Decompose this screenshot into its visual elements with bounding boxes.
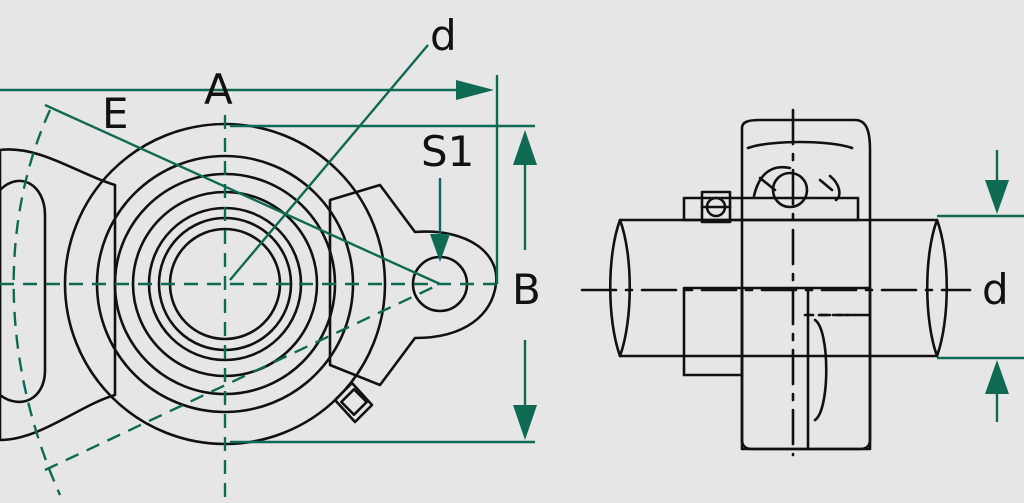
side-view: d bbox=[580, 108, 1024, 457]
bolt-circle-arc bbox=[12, 109, 62, 496]
diagonal-centerline-1 bbox=[44, 282, 441, 472]
front-view: A E d S1 B bbox=[0, 11, 541, 500]
label-d-left: d bbox=[430, 11, 457, 60]
label-a: A bbox=[204, 65, 233, 114]
left-mounting-slot bbox=[0, 179, 47, 404]
side-lower-housing bbox=[682, 286, 744, 377]
label-s1: S1 bbox=[421, 127, 474, 176]
dim-e-line bbox=[44, 103, 441, 286]
left-flange-ear bbox=[0, 148, 117, 442]
dim-d-leader bbox=[229, 44, 429, 281]
grease-nipple bbox=[333, 381, 374, 424]
set-screw bbox=[700, 190, 732, 224]
label-e: E bbox=[102, 89, 129, 138]
label-b: B bbox=[512, 265, 541, 314]
label-d-right: d bbox=[982, 265, 1009, 314]
side-housing bbox=[740, 118, 872, 451]
bearing-ball bbox=[746, 140, 854, 209]
